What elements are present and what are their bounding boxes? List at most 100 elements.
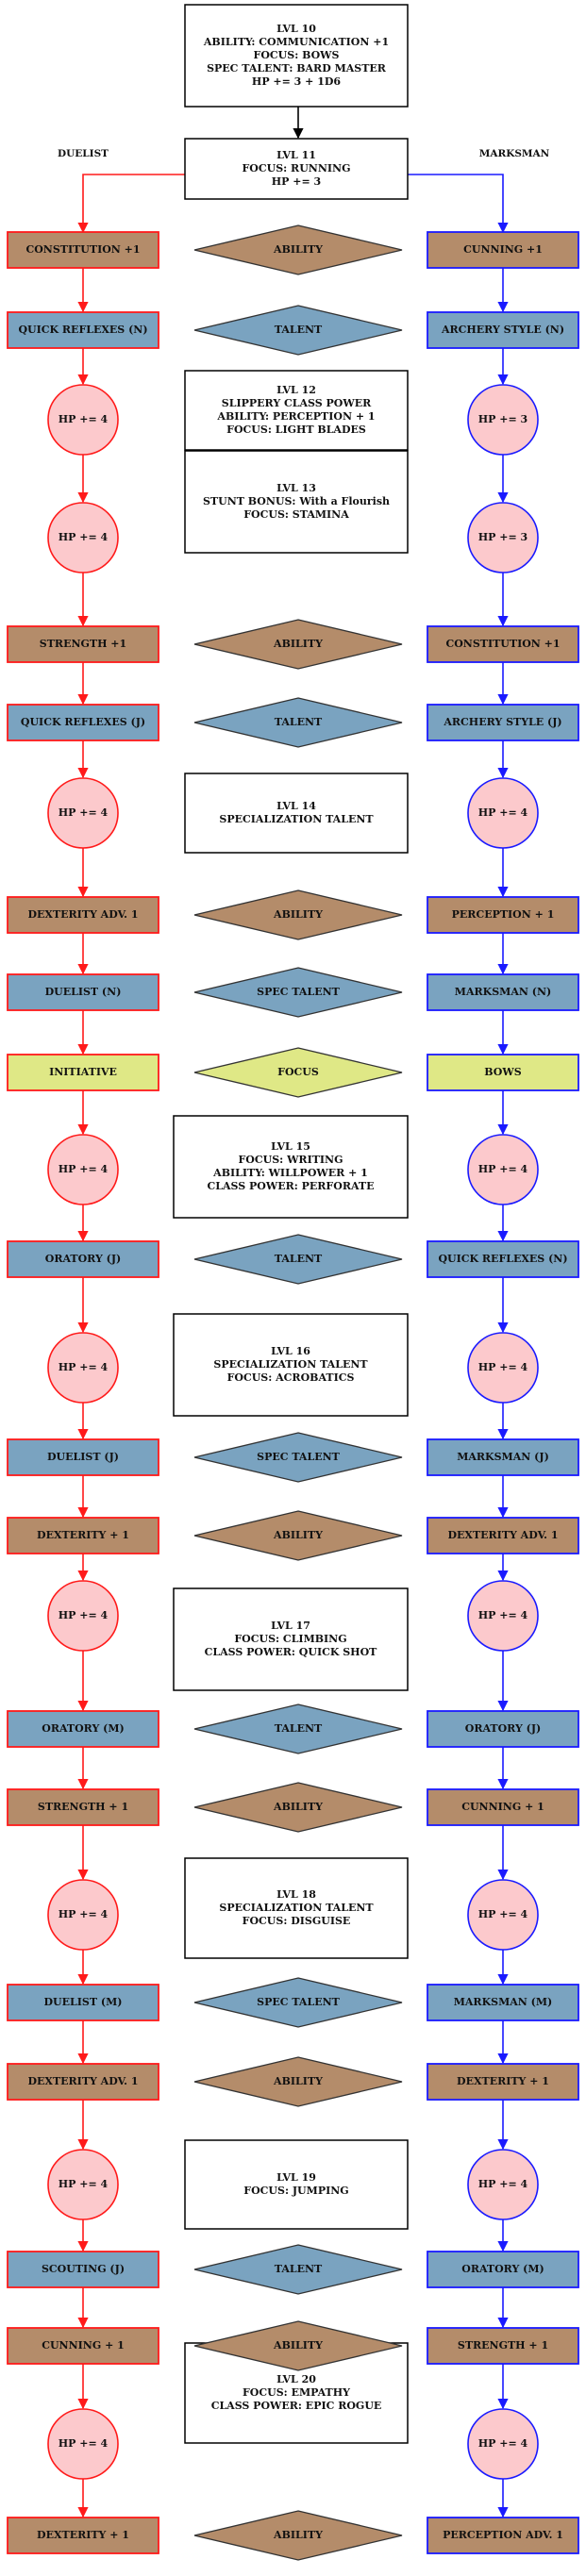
marksman-hp-label: HP += 3	[478, 531, 527, 543]
level-line: ABILITY: WILLPOWER + 1	[212, 1167, 368, 1179]
level-line: FOCUS: CLIMBING	[234, 1633, 346, 1645]
level-line: FOCUS: EMPATHY	[243, 2386, 350, 2399]
center-diamond-label: SPEC TALENT	[257, 986, 340, 998]
marksman-hp-label: HP += 3	[478, 413, 527, 425]
marksman-step-box	[427, 625, 579, 663]
center-diamond-focus	[193, 1047, 403, 1098]
duelist-step-box	[7, 2517, 159, 2554]
level-line: STUNT BONUS: With a Flourish	[203, 495, 390, 507]
duelist-hp-label: HP += 4	[59, 806, 109, 819]
duelist-hp-label: HP += 4	[59, 1908, 109, 1920]
marksman-step-label: PERCEPTION + 1	[452, 908, 555, 921]
duelist-hp-node	[47, 502, 119, 573]
duelist-hp-node	[47, 1134, 119, 1205]
level-line: FOCUS: BOWS	[254, 49, 340, 61]
level-line: LVL 16	[271, 1345, 310, 1357]
center-diamond-ability	[193, 1510, 403, 1561]
duelist-path-label: DUELIST	[58, 148, 109, 159]
level-line: HP += 3 + 1D6	[252, 75, 341, 88]
duelist-step-box	[7, 2063, 159, 2101]
duelist-step-box	[7, 2327, 159, 2365]
level-line: SPEC TALENT: BARD MASTER	[207, 62, 387, 75]
level-line: ABILITY: COMMUNICATION +1	[203, 36, 389, 48]
marksman-step-box	[427, 2251, 579, 2288]
marksman-step-box	[427, 973, 579, 1011]
duelist-hp-label: HP += 4	[59, 2178, 109, 2190]
level-line: FOCUS: LIGHT BLADES	[226, 424, 366, 436]
level-line: LVL 17	[271, 1620, 310, 1632]
marksman-hp-label: HP += 4	[478, 1163, 528, 1175]
level-line: FOCUS: JUMPING	[243, 2185, 348, 2197]
level-line: LVL 15	[271, 1140, 310, 1153]
duelist-step-label: STRENGTH + 1	[38, 1801, 128, 1813]
level-line: LVL 12	[276, 384, 316, 396]
marksman-hp-label: HP += 4	[478, 2437, 528, 2450]
marksman-step-label: ARCHERY STYLE (N)	[441, 324, 564, 336]
duelist-hp-node	[47, 777, 119, 849]
level-line: LVL 20	[276, 2373, 316, 2385]
center-diamond-spec	[193, 1432, 403, 1483]
duelist-hp-label: HP += 4	[59, 1163, 109, 1175]
marksman-step-box	[427, 1054, 579, 1091]
level-line: LVL 14	[276, 800, 316, 812]
marksman-hp-node	[467, 777, 539, 849]
duelist-step-label: QUICK REFLEXES (J)	[21, 716, 145, 728]
center-diamond-talent	[193, 1703, 403, 1754]
center-diamond-label: TALENT	[275, 716, 323, 728]
level-line: CLASS POWER: QUICK SHOT	[205, 1646, 378, 1658]
level-box-frame	[173, 1313, 409, 1417]
duelist-step-label: DEXTERITY + 1	[37, 1529, 129, 1541]
marksman-hp-node	[467, 1332, 539, 1404]
duelist-step-label: INITIATIVE	[49, 1066, 117, 1078]
center-diamond-spec	[193, 1977, 403, 2028]
level-box-frame	[184, 450, 409, 554]
center-diamond-label: TALENT	[275, 2263, 323, 2275]
center-diamond-label: ABILITY	[273, 2339, 323, 2352]
duelist-step-box	[7, 704, 159, 741]
marksman-step-label: QUICK REFLEXES (N)	[438, 1253, 567, 1265]
duelist-step-label: DEXTERITY ADV. 1	[28, 908, 139, 921]
marksman-step-label: STRENGTH + 1	[458, 2339, 548, 2352]
connector-arrow	[77, 174, 185, 234]
duelist-hp-node	[47, 1580, 119, 1652]
duelist-hp-node	[47, 384, 119, 456]
marksman-hp-label: HP += 4	[478, 806, 528, 819]
level-line: LVL 19	[276, 2171, 316, 2184]
level-box-frame	[184, 1857, 409, 1959]
connector-layer	[77, 107, 509, 2518]
duelist-step-label: DEXTERITY ADV. 1	[28, 2075, 139, 2087]
center-diamond-ability	[193, 2056, 403, 2107]
marksman-step-label: CONSTITUTION +1	[445, 638, 560, 650]
level-box-frame	[173, 1587, 409, 1691]
duelist-hp-node	[47, 1332, 119, 1404]
center-diamond-ability	[193, 889, 403, 940]
level-box-frame	[184, 138, 409, 200]
marksman-step-box	[427, 2327, 579, 2365]
marksman-step-label: DEXTERITY + 1	[457, 2075, 549, 2087]
marksman-step-label: ARCHERY STYLE (J)	[443, 716, 561, 728]
level-line: FOCUS: ACROBATICS	[227, 1371, 355, 1384]
center-diamond-ability	[193, 2320, 403, 2371]
level-line: LVL 11	[276, 149, 316, 161]
marksman-hp-node	[467, 2408, 539, 2480]
marksman-step-label: CUNNING +1	[463, 243, 543, 256]
marksman-hp-node	[467, 1134, 539, 1205]
duelist-hp-label: HP += 4	[59, 2437, 109, 2450]
marksman-step-box	[427, 231, 579, 269]
